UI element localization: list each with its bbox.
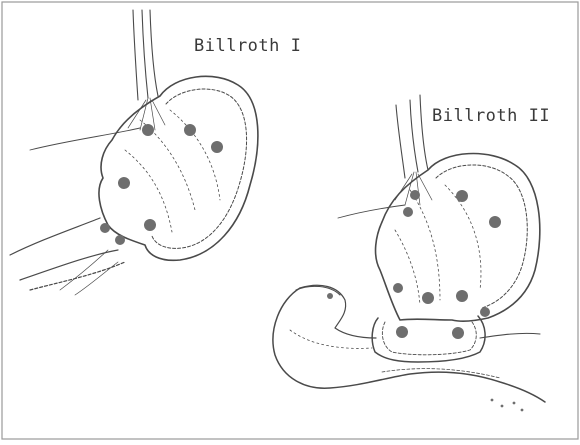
billroth-1-label: Billroth I: [194, 36, 301, 56]
ulcer-spot: [410, 190, 420, 200]
billroth-2-pointer-line: [338, 205, 405, 218]
ulcer-spot: [184, 124, 196, 136]
billroth-1-fold-line: [170, 110, 220, 200]
billroth-2-jejunal-loop: [273, 288, 545, 402]
billroth-2-stipple-marks: [491, 399, 524, 412]
billroth-2-label: Billroth II: [432, 106, 550, 126]
billroth-2-ulcer-spots: [327, 190, 501, 339]
ulcer-spot: [403, 207, 413, 217]
billroth-2-fold-line: [395, 230, 420, 305]
stipple-dot: [513, 402, 516, 405]
ulcer-spot: [422, 292, 434, 304]
ulcer-spot: [144, 219, 156, 231]
ulcer-spot: [393, 283, 403, 293]
billroth-2-anastomosis-inner: [382, 322, 476, 355]
stipple-dot: [521, 409, 524, 412]
ulcer-spot: [489, 216, 501, 228]
billroth-2-mesentery-line: [290, 330, 372, 348]
stipple-dot: [501, 405, 504, 408]
ulcer-spot: [480, 307, 490, 317]
ulcer-spot: [142, 124, 154, 136]
billroth-2-fold-line: [410, 190, 440, 300]
billroth-1-esophagus: [133, 10, 158, 100]
billroth-1-ulcer-spots: [100, 124, 223, 245]
ulcer-spot: [396, 326, 408, 338]
ulcer-spot: [327, 293, 333, 299]
billroth-2-diagram: [273, 95, 545, 402]
ulcer-spot: [211, 141, 223, 153]
ulcer-spot: [115, 235, 125, 245]
billroth-2-fibers: [395, 172, 432, 205]
billroth-2-stomach-inner-wall: [436, 165, 527, 308]
billroth-1-pointer-line: [30, 128, 140, 150]
billroth-2-esophagus: [396, 95, 428, 178]
billroth-1-stomach-outer-wall: [99, 76, 258, 260]
ulcer-spot: [456, 190, 468, 202]
billroth-2-jejunal-stump: [296, 286, 340, 295]
ulcer-spot: [118, 177, 130, 189]
ulcer-spot: [452, 327, 464, 339]
ulcer-spot: [100, 223, 110, 233]
stipple-dot: [491, 399, 494, 402]
ulcer-spot: [456, 290, 468, 302]
billroth-2-efferent-limb: [480, 333, 540, 338]
